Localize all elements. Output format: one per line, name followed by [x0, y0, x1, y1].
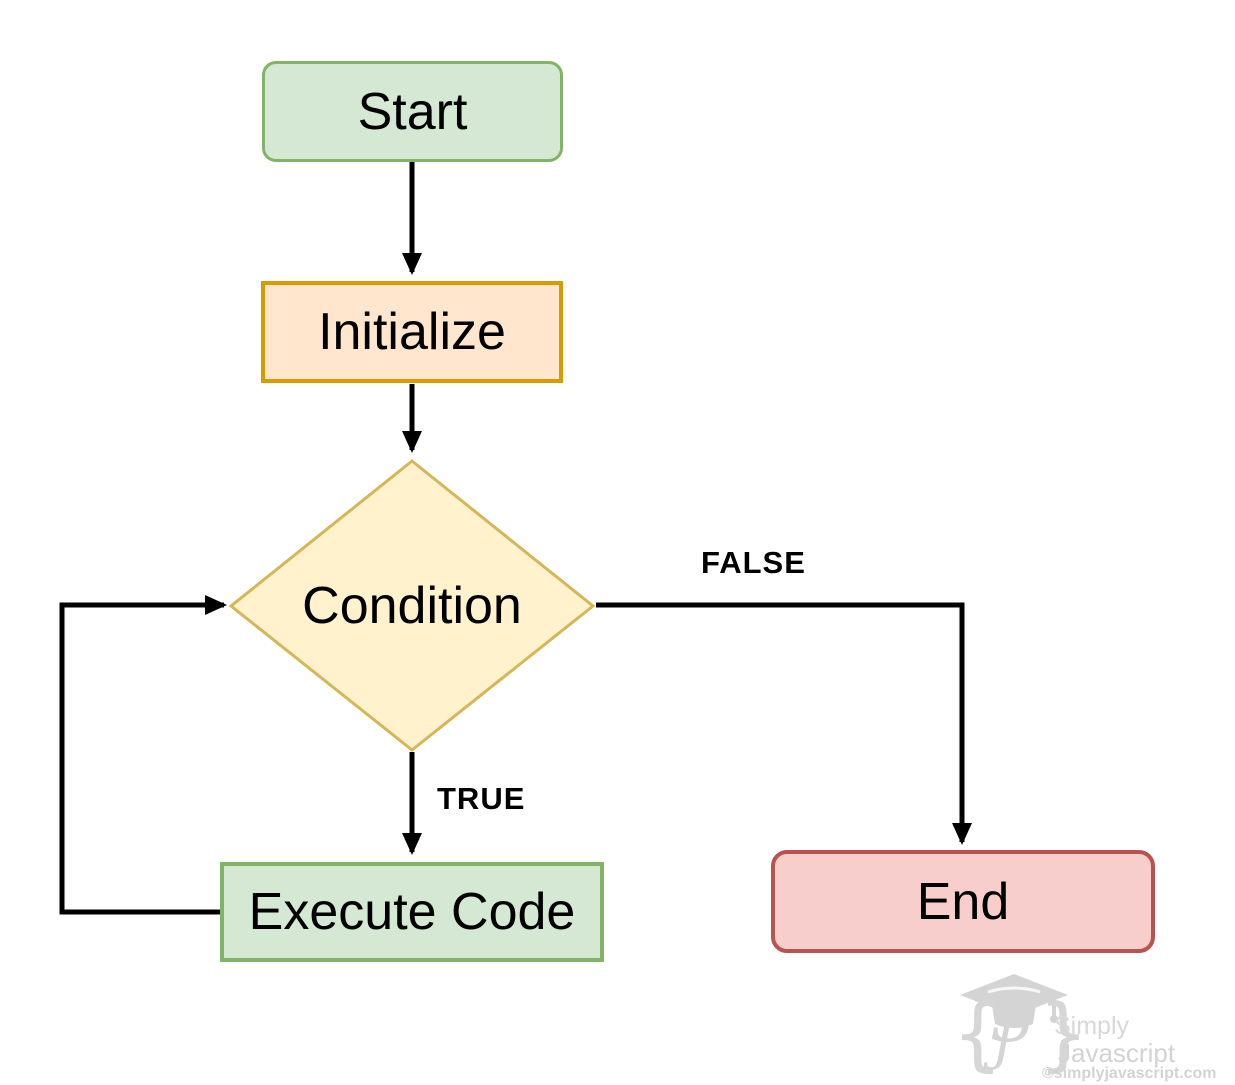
initialize-node-label: Initialize	[318, 303, 506, 361]
condition-node: Condition	[262, 577, 562, 635]
watermark-brace-left-icon: {	[952, 987, 1003, 1080]
edge-execute-loop-to-condition	[59, 595, 227, 915]
end-node: End	[771, 850, 1155, 953]
watermark: { S J } Simply Javascript ©simplyjavascr…	[952, 972, 1222, 1084]
watermark-url: ©simplyjavascript.com	[1042, 1065, 1217, 1082]
initialize-node: Initialize	[261, 281, 563, 383]
watermark-brand-line1: Simply	[1054, 1012, 1130, 1040]
watermark-monogram-s: S	[990, 980, 1036, 1057]
execute-code-node-label: Execute Code	[248, 883, 576, 941]
end-node-label: End	[916, 872, 1010, 931]
true-branch-label: TRUE	[437, 781, 526, 816]
false-branch-label: FALSE	[701, 545, 806, 580]
condition-node-label: Condition	[302, 577, 522, 635]
graduation-cap-icon	[960, 974, 1068, 1028]
condition-diamond-shape	[228, 459, 596, 752]
watermark-brand-line2: Javascript	[1058, 1038, 1176, 1068]
execute-code-node: Execute Code	[220, 862, 604, 962]
watermark-brace-right-icon: }	[1038, 987, 1089, 1080]
edge-condition-to-end-false	[596, 602, 972, 845]
start-node-label: Start	[357, 82, 468, 141]
watermark-monogram-j: J	[992, 1012, 1013, 1072]
start-node: Start	[262, 61, 563, 162]
